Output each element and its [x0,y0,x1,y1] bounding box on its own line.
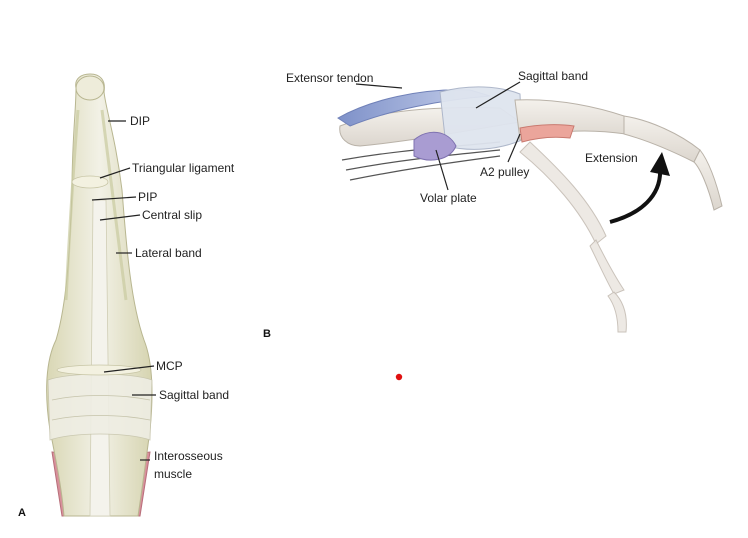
volar-plate-b [413,131,457,161]
label-interosseous-line1: Interosseous [154,449,223,463]
label-extension: Extension [585,151,638,165]
panel-a-labels: DIP Triangular ligament PIP Central slip… [18,114,235,519]
label-lateral-band: Lateral band [135,246,202,260]
fingertip [75,75,105,101]
a2-pulley-b [519,124,575,143]
label-pip: PIP [138,190,157,204]
label-central-slip: Central slip [142,208,202,222]
label-dip: DIP [130,114,150,128]
extension-arrow [609,167,663,224]
panel-a-letter: A [18,507,26,519]
label-a2-pulley: A2 pulley [480,165,529,179]
label-sagittal-band-b: Sagittal band [518,69,588,83]
panel-b-finger-illustration [337,86,723,333]
central-shaft [89,199,111,517]
label-volar-plate: Volar plate [420,191,477,205]
label-mcp: MCP [156,359,183,373]
sagittal-band-wrap [47,373,153,441]
distal-phalanx [693,149,723,211]
panel-b-letter: B [263,328,271,340]
panel-a-leaders [91,120,156,461]
label-extensor-tendon: Extensor tendon [286,71,373,85]
label-triangular-ligament: Triangular ligament [132,161,235,175]
panel-a-finger-illustration [46,73,153,517]
panel-b-leaders [355,81,521,191]
red-marker-dot [395,373,403,381]
label-sagittal-band-a: Sagittal band [159,388,229,402]
panel-b-labels: Extensor tendon Sagittal band A2 pulley … [263,69,638,340]
label-interosseous-line2: muscle [154,467,192,481]
